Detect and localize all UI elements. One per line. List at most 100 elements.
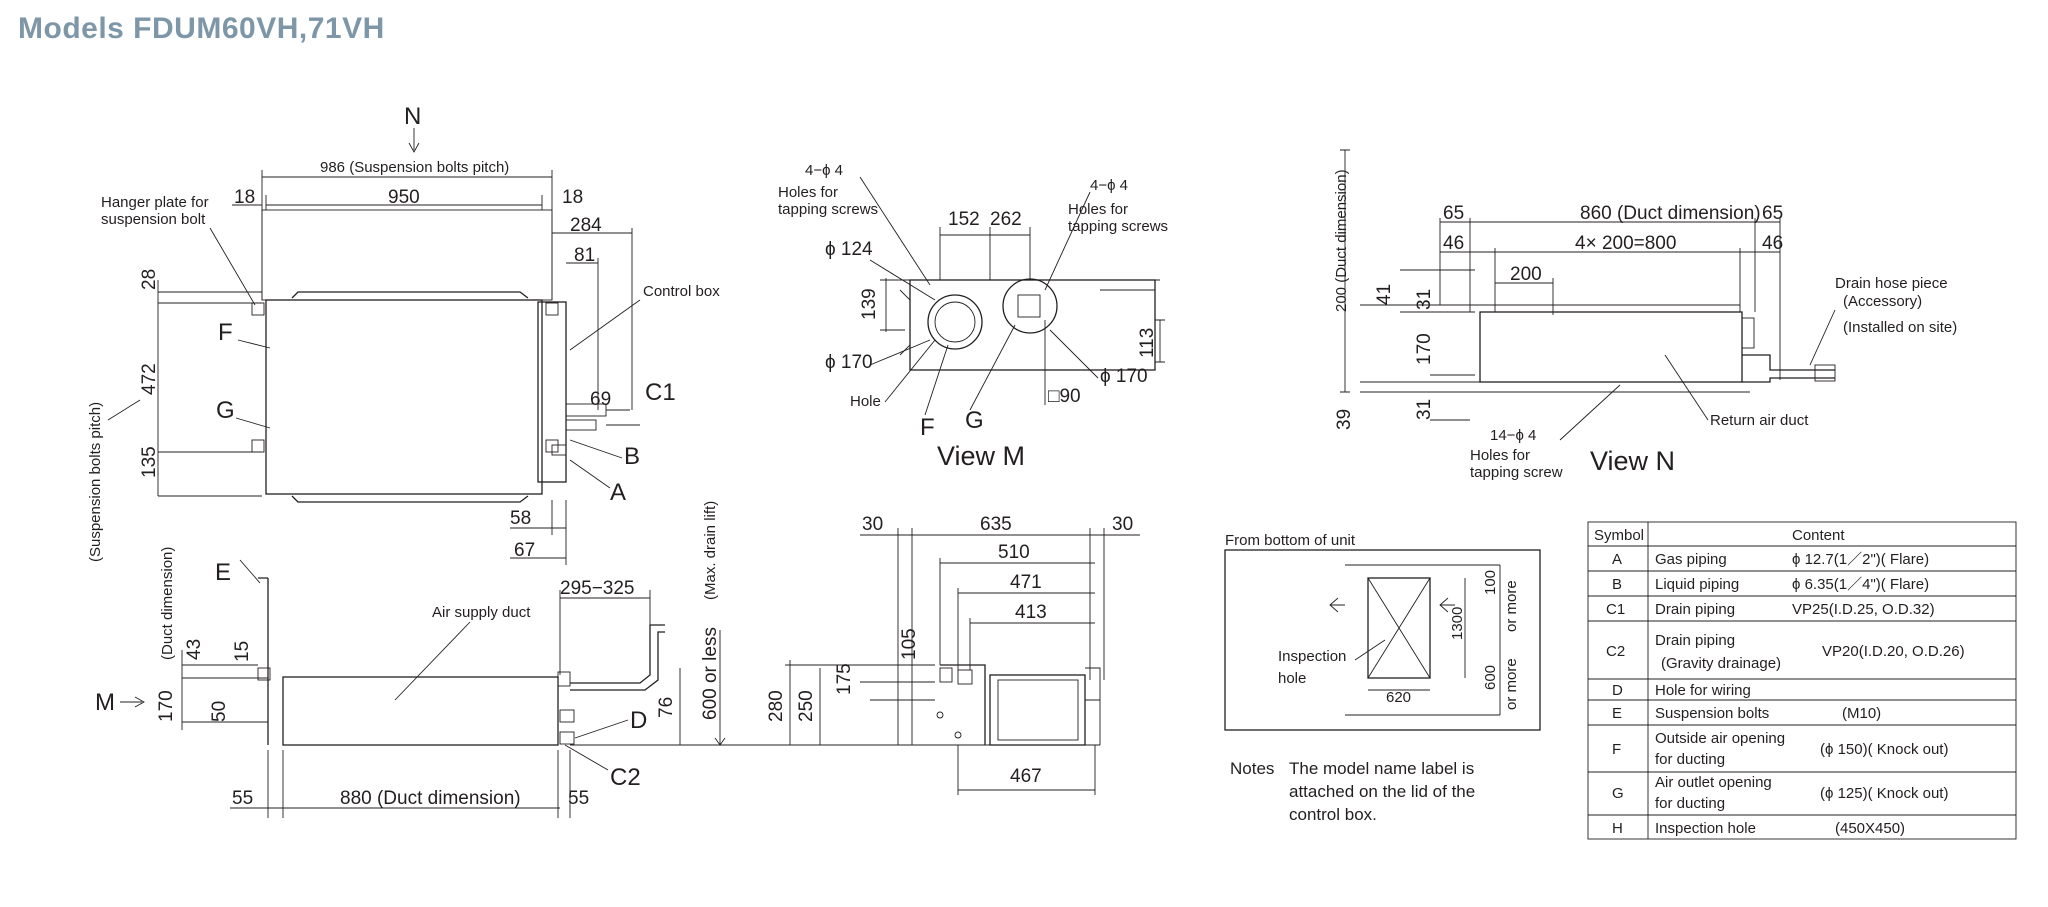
dim-55-right: 55	[568, 788, 589, 809]
row-f-name: Outside air opening	[1655, 730, 1785, 747]
row-d-name: Hole for wiring	[1655, 682, 1751, 699]
dim-46-right: 46	[1762, 233, 1783, 254]
dim-1300: 1300	[1449, 607, 1466, 640]
dim-200: 200	[1510, 264, 1542, 285]
dim-28: 28	[139, 269, 160, 290]
dim-860-duct: 860 (Duct dimension)	[1580, 203, 1761, 224]
row-e-symbol: E	[1612, 705, 1622, 722]
row-a-name: Gas piping	[1655, 551, 1727, 568]
dim-phi124: ϕ 124	[825, 239, 873, 260]
row-c2-name: Drain piping	[1655, 632, 1735, 649]
row-f-symbol: F	[1612, 741, 1621, 758]
dim-471: 471	[1010, 572, 1042, 593]
dim-170-n: 170	[1414, 333, 1435, 365]
drain-hose-line2: (Accessory)	[1843, 293, 1922, 310]
label-f-top: F	[218, 319, 233, 346]
notes-label: Notes	[1230, 759, 1275, 778]
side-view: 30 635 30 510 471 413 105 175 280 250 46…	[766, 514, 1140, 795]
duct-dim-vertical-label: 200 (Duct dimension)	[1333, 169, 1350, 312]
holes-n-line1: 14−ϕ 4	[1490, 427, 1536, 444]
dim-467: 467	[1010, 766, 1042, 787]
holes-right-line1: 4−ϕ 4	[1090, 177, 1128, 194]
hole-label: Hole	[850, 393, 881, 410]
drain-hose-line3: (Installed on site)	[1843, 319, 1957, 336]
dim-69: 69	[590, 389, 611, 410]
view-arrow-n-label: N	[404, 103, 421, 130]
hanger-plate-label-2: suspension bolt	[101, 211, 206, 228]
dim-46-left: 46	[1443, 233, 1464, 254]
holes-left-line1: 4−ϕ 4	[805, 162, 843, 179]
row-a-symbol: A	[1612, 551, 1622, 568]
dim-65-left: 65	[1443, 203, 1464, 224]
row-g-name: Air outlet opening	[1655, 774, 1772, 791]
row-c2-name2: (Gravity drainage)	[1661, 655, 1781, 672]
row-f-value: (ϕ 150)( Knock out)	[1820, 741, 1948, 758]
label-d: D	[630, 707, 647, 734]
dim-600-bottom: 600	[1482, 665, 1499, 690]
symbol-table: Symbol Content A Gas piping ϕ 12.7(1／2")…	[1587, 521, 2017, 840]
dim-15: 15	[232, 641, 253, 662]
row-b-name: Liquid piping	[1655, 576, 1739, 593]
top-view: N 986 (Suspension bolts pitch) 950 18 18…	[87, 103, 720, 565]
table-header-content: Content	[1792, 527, 1845, 544]
dim-170: 170	[156, 690, 177, 722]
label-b: B	[624, 443, 640, 470]
row-e-name: Suspension bolts	[1655, 705, 1769, 722]
dim-100-or-more: or more	[1503, 580, 1520, 632]
dim-18-right: 18	[562, 187, 583, 208]
view-n-title: View N	[1590, 446, 1675, 476]
holes-right-line2: Holes for	[1068, 201, 1128, 218]
row-c1-value: VP25(I.D.25, O.D.32)	[1792, 601, 1935, 618]
dim-510: 510	[998, 542, 1030, 563]
row-c2-value: VP20(I.D.20, O.D.26)	[1822, 643, 1965, 660]
row-a-value: ϕ 12.7(1／2")( Flare)	[1792, 551, 1929, 568]
dim-262: 262	[990, 209, 1022, 230]
row-g-value: (ϕ 125)( Knock out)	[1820, 785, 1948, 802]
view-n: 65 860 (Duct dimension) 65 46 4× 200=800…	[1333, 149, 1957, 481]
dim-81: 81	[574, 245, 595, 266]
inspection-hole-label-2: hole	[1278, 670, 1306, 687]
dim-152: 152	[948, 209, 980, 230]
label-c2: C2	[610, 764, 641, 791]
dim-58: 58	[510, 508, 531, 529]
row-d-symbol: D	[1612, 682, 1623, 699]
dim-4x200: 4× 200=800	[1575, 233, 1676, 254]
dim-55-left: 55	[232, 788, 253, 809]
view-arrow-m-label: M	[95, 689, 115, 716]
dim-30-left: 30	[862, 514, 883, 535]
holes-left-line3: tapping screws	[778, 201, 878, 218]
dim-635: 635	[980, 514, 1012, 535]
dim-295-325: 295−325	[560, 578, 635, 599]
control-box-label: Control box	[643, 283, 720, 300]
inspection-hole-label-1: Inspection	[1278, 648, 1346, 665]
side-pitch-label: (Suspension bolts pitch)	[87, 402, 104, 562]
row-h-name: Inspection hole	[1655, 820, 1756, 837]
dim-250: 250	[796, 690, 817, 722]
dim-105: 105	[899, 628, 920, 660]
row-e-value: (M10)	[1842, 705, 1881, 722]
bottom-view: From bottom of unit 620 1300 100 or more…	[1224, 532, 1541, 731]
row-b-symbol: B	[1612, 576, 1622, 593]
row-g-symbol: G	[1612, 785, 1624, 802]
dim-67: 67	[514, 540, 535, 561]
label-f-view-m: F	[920, 414, 935, 441]
dim-41: 41	[1374, 284, 1395, 305]
table-header-symbol: Symbol	[1594, 527, 1644, 544]
row-g-name2: for ducting	[1655, 795, 1725, 812]
label-e: E	[215, 559, 231, 586]
dim-18-left: 18	[234, 187, 255, 208]
dim-880-duct: 880 (Duct dimension)	[340, 788, 521, 809]
dim-413: 413	[1015, 602, 1047, 623]
max-drain-lift-label: (Max. drain lift)	[702, 501, 719, 600]
dim-139: 139	[859, 288, 880, 320]
dim-100: 100	[1482, 570, 1499, 595]
label-a: A	[610, 479, 626, 506]
bottom-view-caption: From bottom of unit	[1225, 532, 1356, 549]
drain-hose-line1: Drain hose piece	[1835, 275, 1948, 292]
dim-39: 39	[1334, 409, 1355, 430]
dim-950: 950	[388, 187, 420, 208]
label-g-top: G	[216, 397, 235, 424]
view-m: 152 262 ϕ 124 139 ϕ 170 113 ϕ 170 □90 4−…	[778, 162, 1168, 471]
dim-sq90: □90	[1048, 386, 1081, 407]
